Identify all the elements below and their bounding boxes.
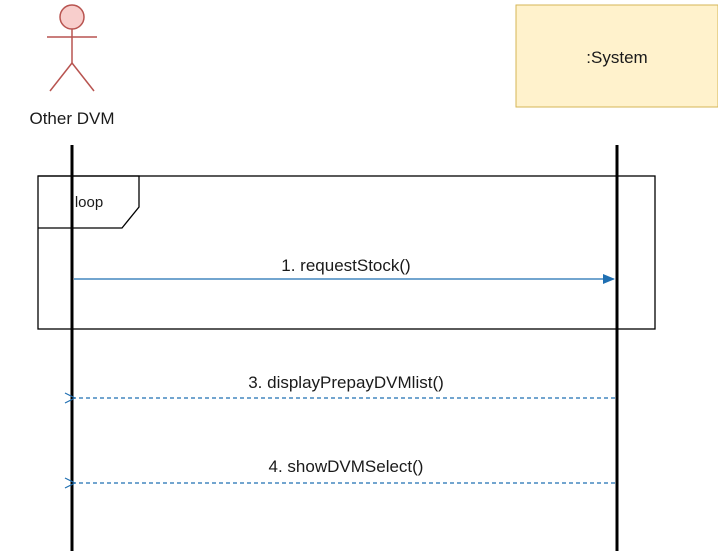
message-1-label: 1. requestStock() bbox=[281, 256, 410, 275]
actor-left-leg bbox=[49, 62, 73, 92]
message-3-label: 3. displayPrepayDVMlist() bbox=[248, 373, 444, 392]
loop-operator-pentagon bbox=[38, 175, 140, 229]
actor-right-leg bbox=[71, 62, 95, 92]
loop-operator-label: loop bbox=[75, 194, 103, 211]
system-box bbox=[515, 4, 718, 108]
system-label: :System bbox=[586, 48, 647, 67]
actor-icon bbox=[47, 4, 97, 92]
message-4-label: 4. showDVMSelect() bbox=[269, 457, 424, 476]
loop-fragment bbox=[37, 175, 656, 330]
actor-head bbox=[59, 4, 85, 30]
actor-label: Other DVM bbox=[29, 109, 114, 128]
